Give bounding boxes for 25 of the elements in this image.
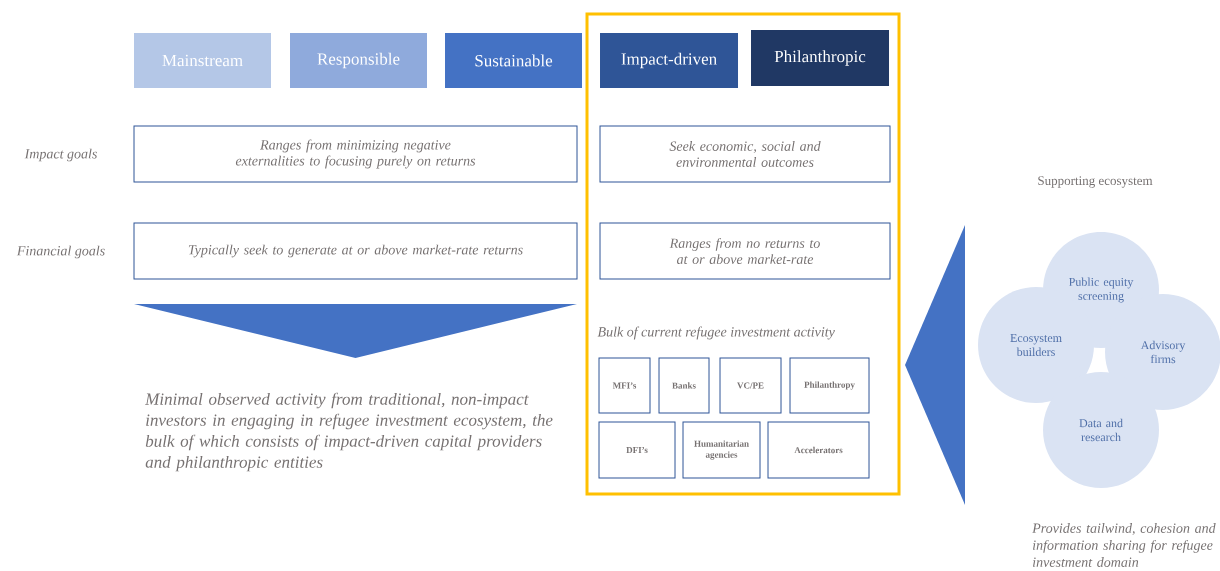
investor-box: Banks xyxy=(658,357,710,414)
down-triangle xyxy=(134,304,577,358)
investor-box: DFI’s xyxy=(598,421,676,479)
row-label: Impact goals xyxy=(24,148,97,162)
node-label: Data and research xyxy=(1079,418,1123,442)
investor-box: Philanthropy xyxy=(789,357,870,414)
section-heading: Bulk of current refugee investment activity xyxy=(597,326,835,340)
category-box: Philanthropic xyxy=(751,30,889,86)
ecosystem-heading: Supporting ecosystem xyxy=(1038,176,1153,188)
goal-box: Typically seek to generate at or above market-rate returns xyxy=(133,222,578,280)
goal-box: Ranges from minimizing negative externalities to focusing purely on returns xyxy=(133,125,578,183)
row-label: Financial goals xyxy=(16,245,105,259)
investor-box: Humanitarian agencies xyxy=(682,421,761,479)
category-box: Sustainable xyxy=(445,33,582,88)
left-triangle xyxy=(905,225,965,505)
summary-text: Minimal observed activity from traditional, non-impact investors in engaging in refugee investment ecosystem, the bulk of which consists of impact-driven capital providers and philanthropic entities xyxy=(145,392,553,472)
category-box: Responsible xyxy=(290,33,427,88)
category-box: Impact-driven xyxy=(600,33,738,88)
investor-box: Accelerators xyxy=(767,421,870,479)
investor-box: VC/PE xyxy=(719,357,782,414)
investor-box: MFI’s xyxy=(598,357,651,414)
goal-box: Ranges from no returns to at or above market-rate xyxy=(599,222,891,280)
category-box: Mainstream xyxy=(134,33,271,88)
ecosystem-caption: Provides tailwind, cohesion and information sharing for refugee investment domain xyxy=(1032,523,1216,567)
goal-box: Seek economic, social and environmental outcomes xyxy=(599,125,891,183)
